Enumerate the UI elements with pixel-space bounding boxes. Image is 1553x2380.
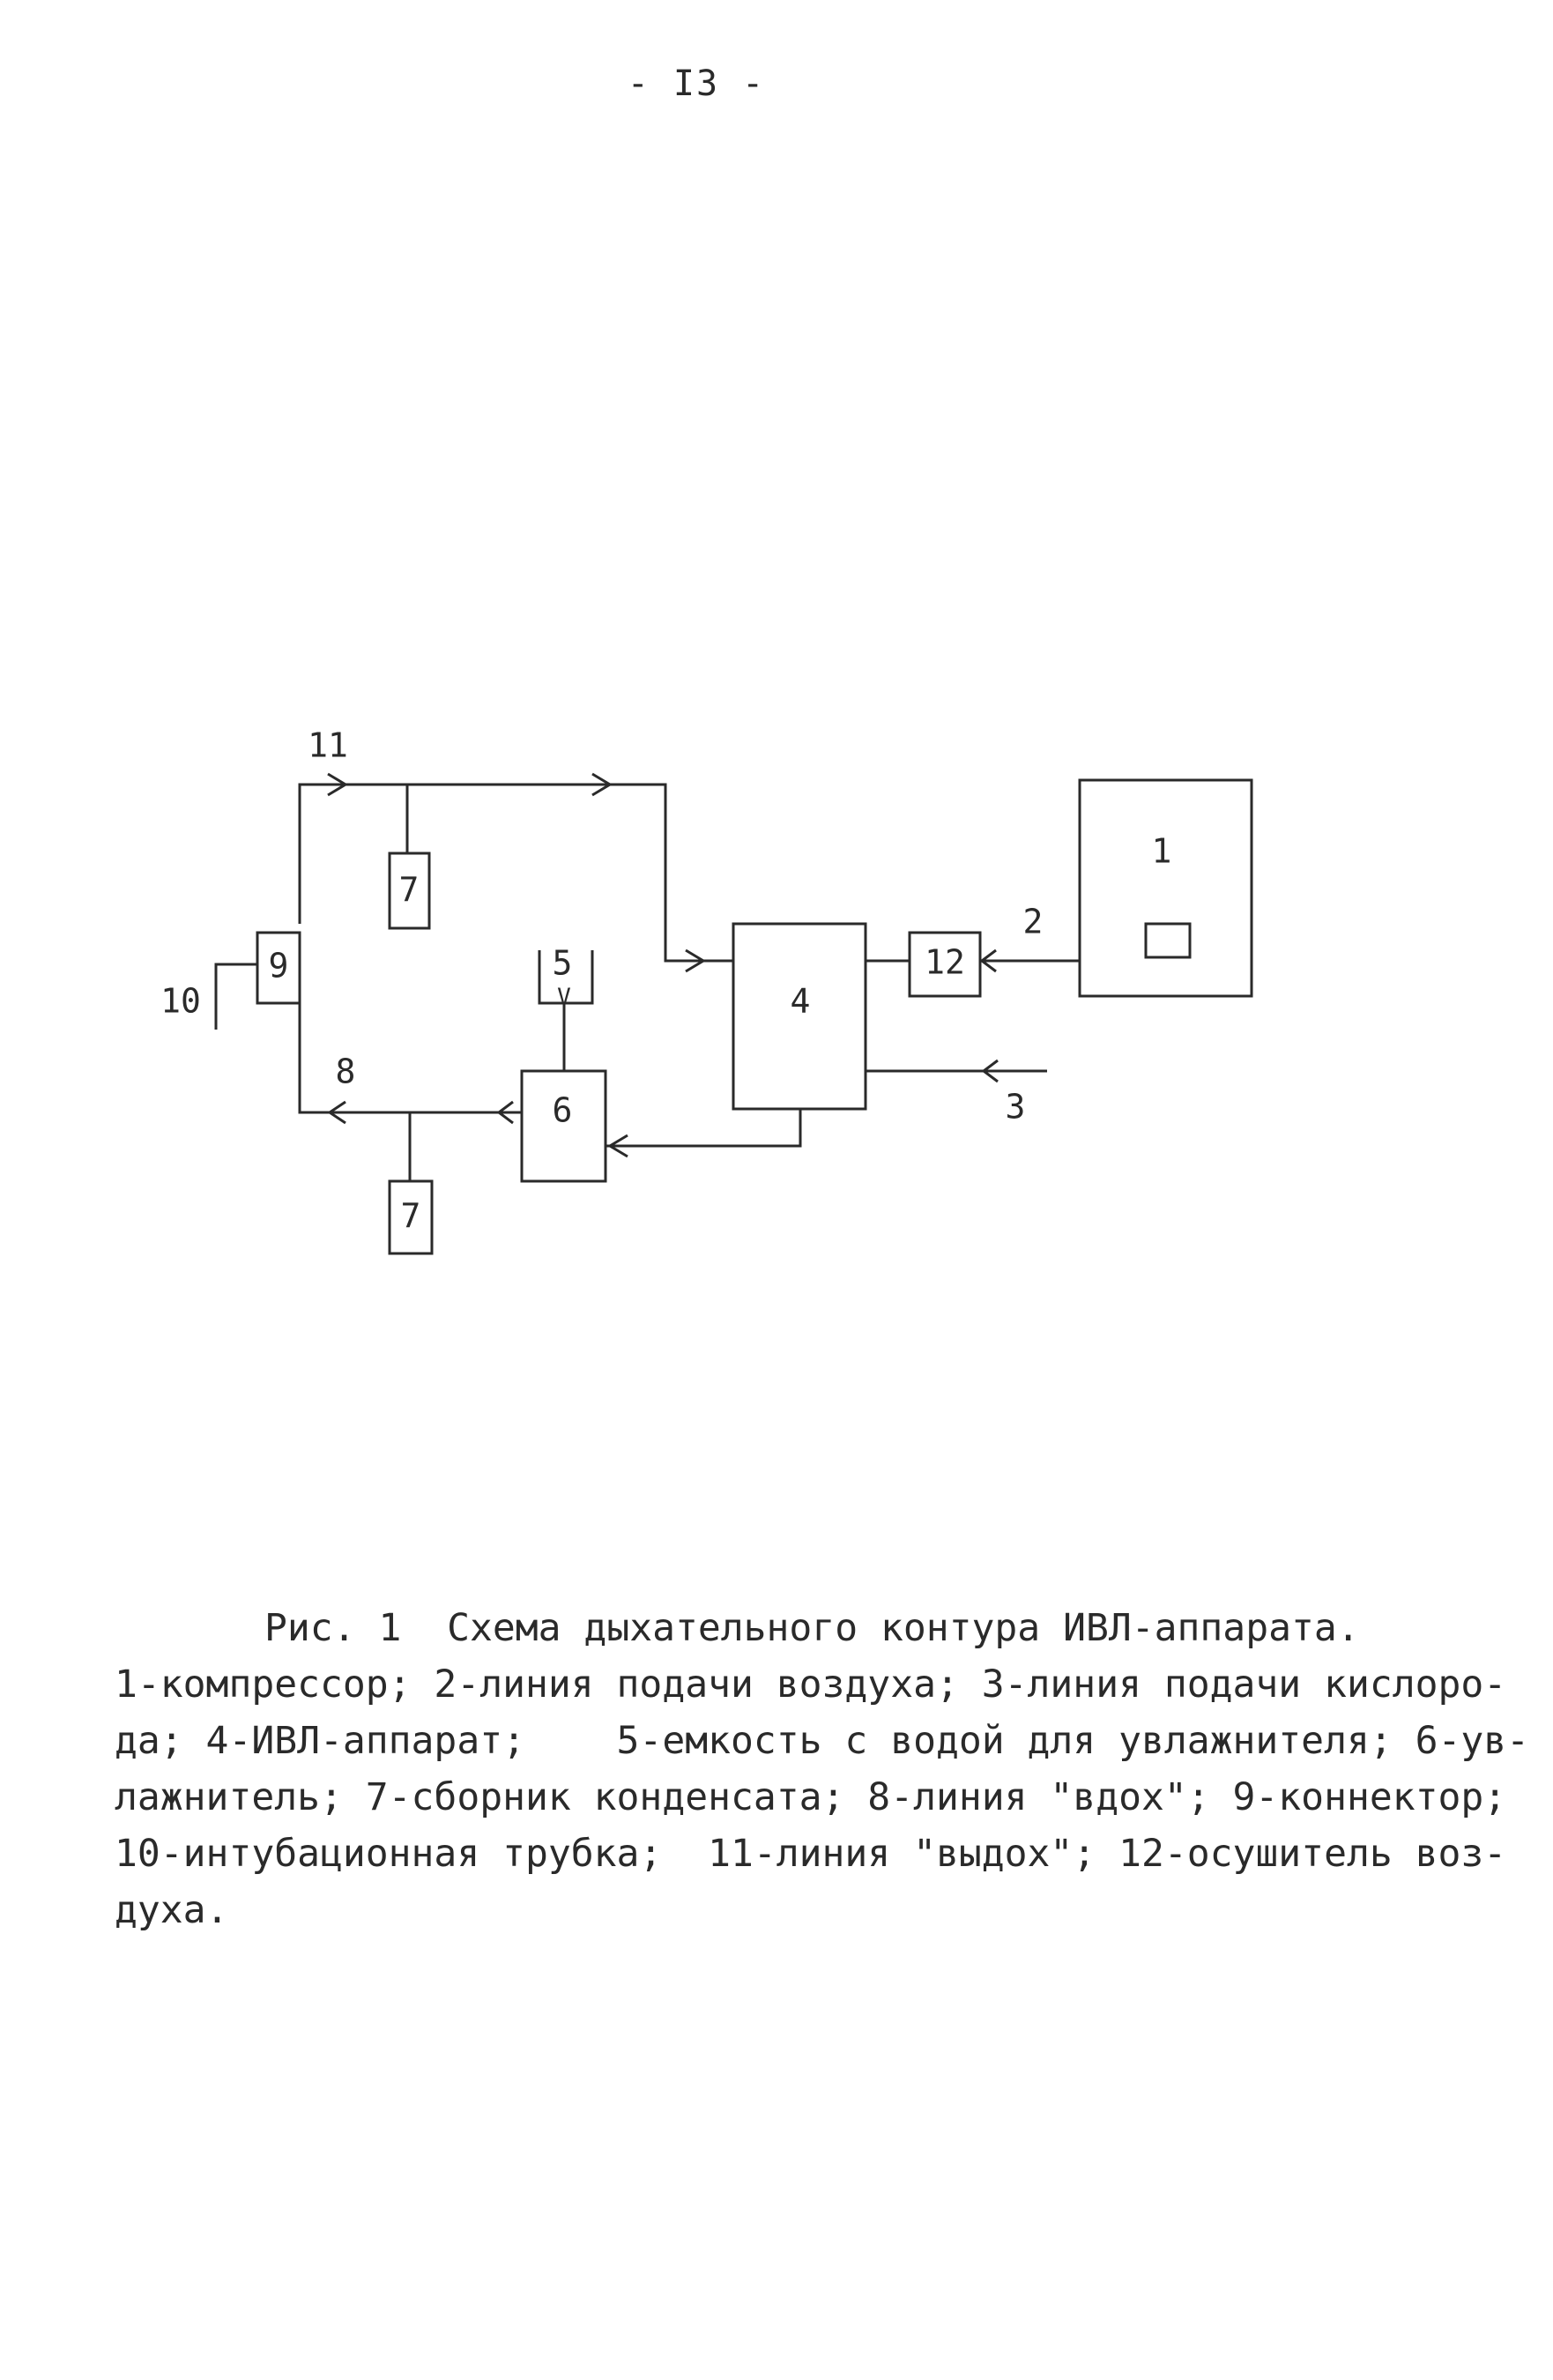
humidifier-block: 6: [520, 1069, 607, 1183]
label-9: 9: [269, 947, 289, 985]
air-dryer-block: 12: [908, 931, 982, 998]
label-12: 12: [925, 943, 965, 982]
label-6: 6: [553, 1091, 573, 1130]
label-1: 1: [1152, 832, 1172, 871]
figure-caption: Рис. 1 Схема дыхательного контура ИВЛ-ап…: [115, 1600, 1530, 1938]
page-number: - I3 -: [627, 63, 766, 104]
condensate-collector-lower: 7: [388, 1112, 434, 1255]
valve-label: V: [557, 985, 571, 1011]
caption-title: Рис. 1 Схема дыхательного контура ИВЛ-ап…: [264, 1606, 1360, 1650]
label-5: 5: [553, 944, 573, 983]
exhale-line: 11: [298, 726, 733, 973]
label-3: 3: [1006, 1088, 1026, 1127]
caption-line-1: 1-компрессор; 2-линия подачи воздуха; 3-…: [115, 1662, 1507, 1707]
compressor-block: 1: [1078, 778, 1253, 998]
air-supply-line: 2: [979, 903, 1080, 973]
label-2: 2: [1023, 903, 1044, 941]
label-4: 4: [791, 982, 811, 1021]
intubation-tube: 10: [160, 963, 257, 1030]
label-8: 8: [336, 1052, 356, 1091]
caption-line-5: духа.: [115, 1888, 229, 1932]
oxygen-supply-line: 3: [866, 1059, 1047, 1127]
caption-line-3: лажнитель; 7-сборник конденсата; 8-линия…: [115, 1775, 1507, 1819]
ventilator-to-humidifier-line: [606, 1109, 802, 1158]
caption-line-2: да; 4-ИВЛ-аппарат; 5-емкость с водой для…: [115, 1719, 1530, 1763]
caption-line-4: 10-интубационная трубка; 11-линия "выдох…: [115, 1832, 1507, 1876]
ventilator-block: 4: [732, 922, 867, 1111]
breathing-circuit-diagram: 1 12 2 4 3 11 7 9: [160, 726, 1253, 1255]
water-tank-block: 5 V: [538, 944, 594, 1071]
condensate-collector-upper: 7: [388, 785, 431, 930]
label-7-lower: 7: [401, 1197, 421, 1236]
label-10: 10: [160, 982, 201, 1021]
label-7-upper: 7: [399, 871, 420, 910]
inhale-line: 8: [298, 1003, 522, 1125]
connector-block: 9: [256, 931, 301, 1005]
label-11: 11: [308, 726, 348, 765]
